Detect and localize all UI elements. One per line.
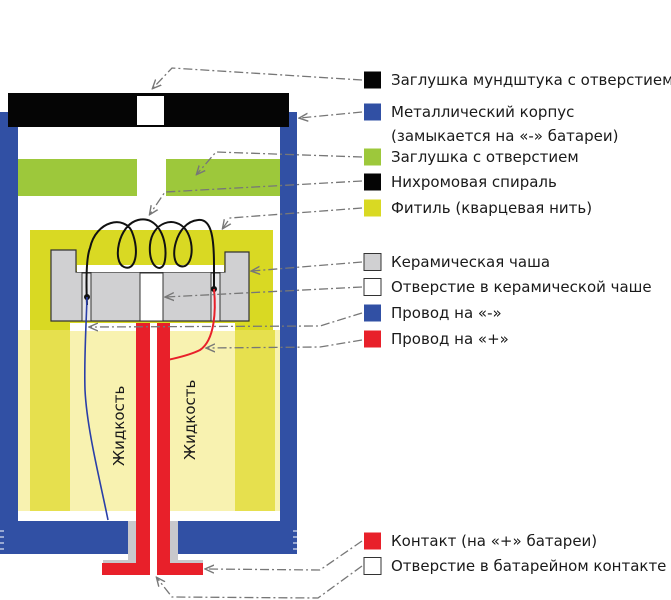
legend-label-plug-with-hole: Заглушка с отверстием [391, 148, 579, 166]
contact-tube-right [157, 323, 170, 563]
legend-label-nichrome-coil: Нихромовая спираль [391, 173, 557, 191]
legend-label-wire-plus: Провод на «+» [391, 330, 509, 348]
legend-swatch-wire-minus [364, 304, 381, 322]
contact-tube-left [136, 323, 150, 563]
contact-base-left [102, 563, 150, 575]
leader-contact [206, 540, 363, 570]
leader-battery-contact-hole [157, 565, 363, 599]
wire-minus [83, 296, 109, 521]
mouthpiece-plug-hole [137, 96, 164, 125]
legend: Заглушка мундштука с отверстиемМеталличе… [363, 71, 671, 575]
legend-label-metal-body-line-2: (замыкается на «-» батареи) [391, 127, 618, 145]
legend-swatch-plug-with-hole [364, 148, 381, 166]
legend-item-metal-body: Металлический корпус (замыкается на «-» б… [364, 103, 618, 145]
legend-swatch-ceramic-cup [363, 253, 382, 271]
device: Жидкость Жидкость [0, 93, 297, 575]
legend-item-wire-plus: Провод на «+» [364, 330, 509, 348]
legend-item-contact-plus: Контакт (на «+» батареи) [364, 532, 597, 550]
legend-swatch-ceramic-cup-hole [363, 278, 382, 296]
wick-strip-left [30, 330, 70, 511]
leader-wire-plus [207, 339, 363, 348]
leader-lines [90, 67, 363, 599]
metal-body [0, 112, 128, 554]
wire-plus [167, 288, 216, 361]
legend-item-wire-minus: Провод на «-» [364, 304, 502, 322]
legend-label-ceramic-cup: Керамическая чаша [391, 253, 550, 271]
legend-label-wick: Фитиль (кварцевая нить) [391, 199, 592, 217]
leader-mouthpiece-plug [153, 67, 363, 88]
legend-swatch-mouthpiece-plug [364, 71, 381, 89]
legend-item-ceramic-cup-hole: Отверстие в керамической чаше [363, 278, 652, 296]
legend-label-mouthpiece-plug: Заглушка мундштука с отверстием [391, 71, 671, 89]
leader-plug-with-hole [197, 151, 363, 174]
legend-label-contact-plus: Контакт (на «+» батареи) [391, 532, 597, 550]
legend-item-wick: Фитиль (кварцевая нить) [364, 199, 592, 217]
legend-item-battery-contact-hole: Отверстие в батарейном контакте [363, 557, 666, 575]
legend-item-plug-with-hole: Заглушка с отверстием [364, 148, 579, 166]
thread-marks [0, 530, 297, 550]
legend-swatch-nichrome-coil [364, 173, 381, 191]
insulator [103, 521, 203, 566]
liquid-label-right: Жидкость [181, 380, 199, 460]
legend-item-ceramic-cup: Керамическая чаша [363, 253, 550, 271]
legend-item-nichrome-coil: Нихромовая спираль [364, 173, 557, 191]
nichrome-coil [85, 218, 215, 306]
leader-wick [223, 207, 363, 228]
battery-contact-hole [150, 323, 157, 575]
legend-swatch-battery-contact-hole [363, 557, 382, 575]
wick-strip-right [235, 330, 275, 511]
legend-swatch-metal-body [364, 103, 381, 121]
cup-cavity [77, 265, 224, 272]
legend-label-ceramic-cup-hole: Отверстие в керамической чаше [391, 278, 652, 296]
leader-ceramic-cup-hole [166, 286, 363, 297]
ceramic-cup-hole [139, 272, 164, 322]
legend-label-metal-body: Металлический корпус [391, 103, 574, 121]
legend-item-mouthpiece-plug: Заглушка мундштука с отверстием [364, 71, 671, 89]
legend-swatch-wick [364, 199, 381, 217]
leader-metal-body [300, 111, 363, 118]
plug-hole [137, 159, 166, 196]
legend-label-battery-contact-hole: Отверстие в батарейном контакте [391, 557, 666, 575]
metal-body-right [178, 112, 297, 554]
legend-swatch-wire-plus [364, 330, 381, 348]
leader-ceramic-cup [252, 261, 363, 271]
contact-base-right [157, 563, 203, 575]
legend-label-wire-minus: Провод на «-» [391, 304, 502, 322]
legend-swatch-contact-plus [364, 532, 381, 550]
liquid-label-left: Жидкость [110, 386, 128, 466]
